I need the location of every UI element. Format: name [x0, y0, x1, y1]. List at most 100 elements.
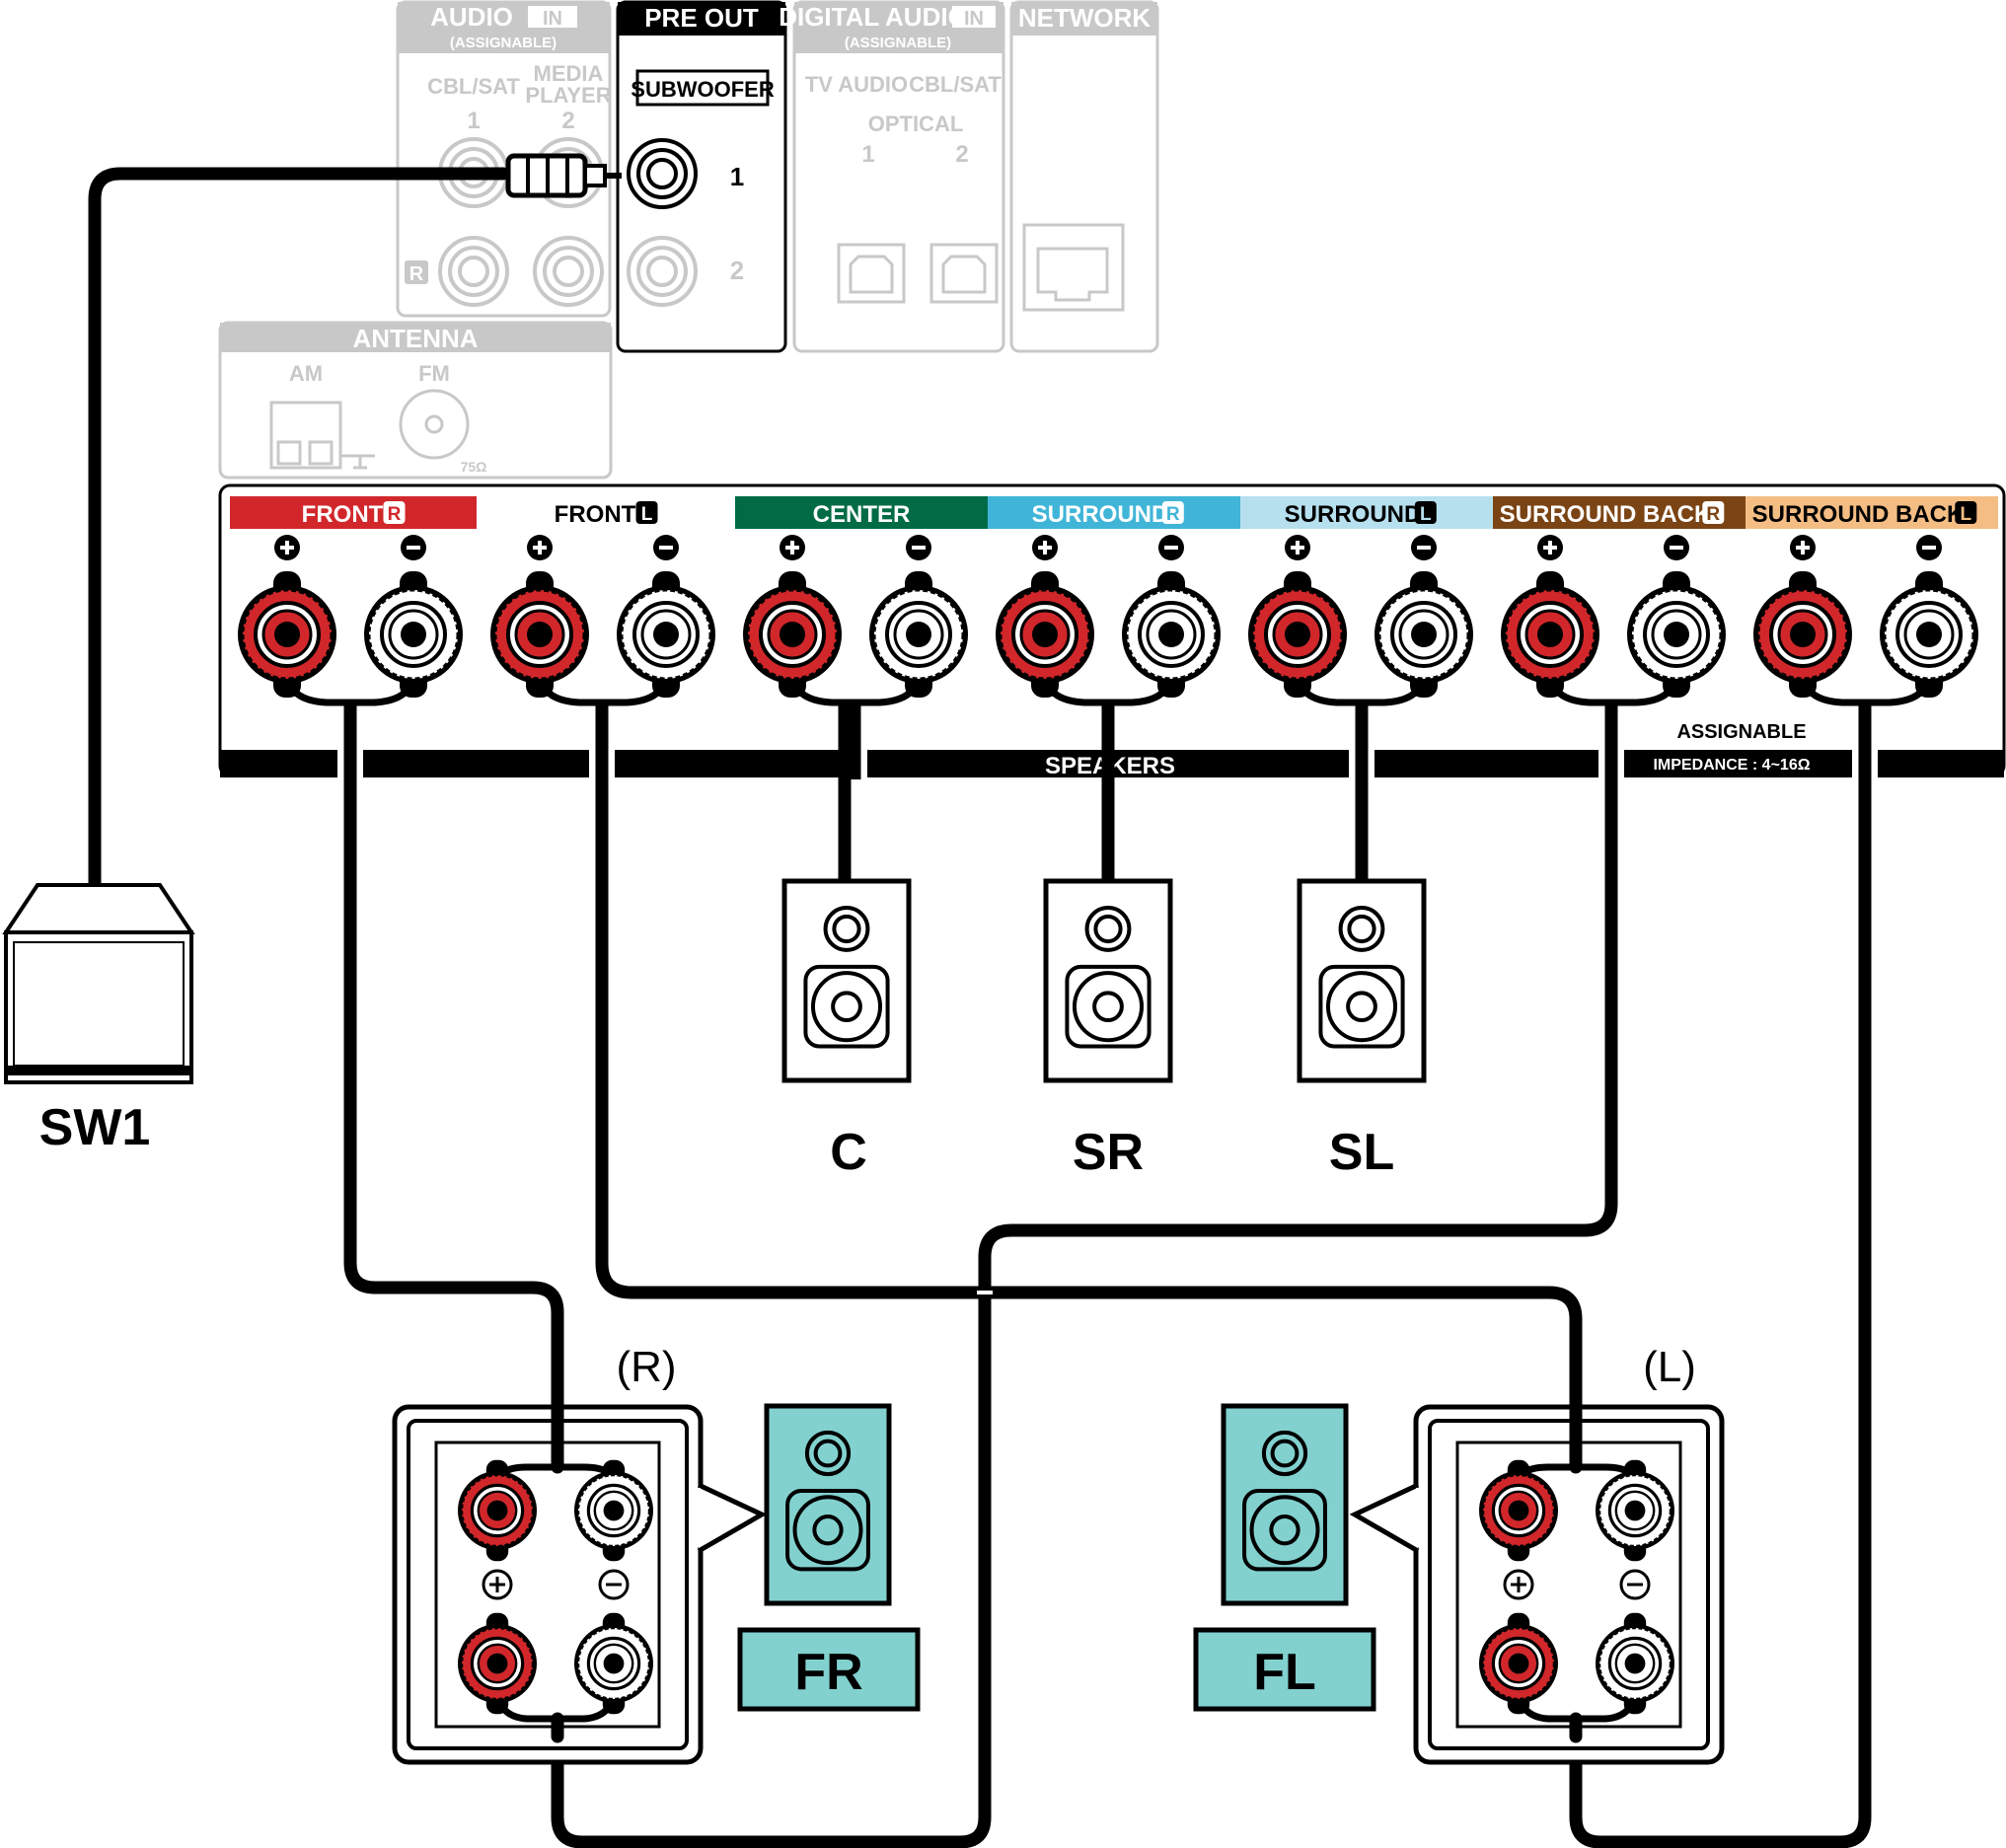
plus-icon	[1285, 535, 1310, 560]
minus-icon	[1158, 535, 1184, 560]
optical-n1: 1	[861, 141, 874, 168]
channel-badge: L	[641, 504, 653, 525]
audio-in-col1: CBL/SAT	[427, 74, 520, 99]
audio-in-title: AUDIO	[430, 2, 513, 32]
surround-right-label: SR	[1073, 1124, 1144, 1181]
channel-name: SURROUND BACK	[1752, 501, 1965, 528]
audio-in-n2: 2	[561, 108, 574, 134]
minus-icon	[1619, 1569, 1651, 1600]
digital-audio-sub: (ASSIGNABLE)	[845, 35, 951, 51]
front-plus-bottom	[458, 1612, 537, 1715]
subwoofer-device: SW1	[2, 883, 195, 1156]
cable-front-r-plus	[343, 699, 564, 1474]
front-minus-bottom	[1596, 1612, 1674, 1715]
channel-badge: L	[1960, 504, 1971, 525]
terminal-plus-0	[238, 571, 336, 698]
pre-out-title: PRE OUT	[644, 3, 759, 33]
channel-label-2: CENTER	[735, 496, 988, 529]
front-right-speaker-icon	[764, 1403, 892, 1606]
digital-audio-col2: CBL/SAT	[909, 72, 1002, 97]
audio-in-tag: IN	[543, 8, 562, 30]
terminal-minus-5	[1627, 571, 1726, 698]
front-left-speaker-icon	[1221, 1403, 1349, 1606]
fm-connector-icon	[399, 389, 470, 460]
assignable-label: ASSIGNABLE	[1676, 721, 1806, 743]
terminal-plus-4	[1248, 571, 1347, 698]
channel-name: SURROUND BACK	[1500, 501, 1712, 528]
pre-out-n1: 1	[730, 162, 744, 191]
terminal-minus-0	[364, 571, 463, 698]
surround-left-speaker-icon	[1297, 878, 1427, 1083]
front-left-label-box: FL	[1193, 1627, 1376, 1712]
channel-name: CENTER	[813, 501, 911, 528]
plus-icon	[1503, 1569, 1534, 1600]
subwoofer-jack-2-icon	[627, 236, 698, 307]
terminal-minus-2	[869, 571, 968, 698]
channel-name: FRONT	[555, 501, 636, 528]
channel-name: SURROUND	[1032, 501, 1169, 528]
minus-icon	[598, 1569, 630, 1600]
terminal-minus-3	[1122, 571, 1221, 698]
digital-audio-title: DIGITAL AUDIO	[779, 2, 968, 32]
cable-sb-r	[551, 699, 1618, 1848]
plus-icon	[482, 1569, 513, 1600]
front-minus-top	[1596, 1459, 1674, 1562]
audio-in-section: AUDIO IN (ASSIGNABLE) CBL/SAT MEDIA PLAY…	[396, 0, 612, 318]
plus-icon	[780, 535, 805, 560]
network-section: NETWORK	[1009, 0, 1159, 353]
subwoofer-jack-1-icon	[627, 138, 698, 209]
impedance-label: IMPEDANCE : 4~16Ω	[1653, 757, 1810, 774]
audio-in-r: R	[409, 263, 424, 285]
minus-icon	[906, 535, 931, 560]
terminal-minus-1	[617, 571, 715, 698]
pre-out-section: PRE OUT SUBWOOFER 1 2	[616, 0, 787, 353]
audio-in-col2a: MEDIA	[534, 61, 604, 86]
left-side-label: (L)	[1643, 1343, 1696, 1391]
front-left-label: FL	[1253, 1644, 1316, 1701]
surround-right-speaker-icon	[1043, 878, 1173, 1083]
terminal-minus-6	[1880, 571, 1978, 698]
front-plus-top	[458, 1459, 537, 1562]
minus-icon	[1916, 535, 1942, 560]
terminal-plus-5	[1501, 571, 1599, 698]
channel-name: SURROUND	[1285, 501, 1422, 528]
antenna-section: ANTENNA AM FM 75Ω	[218, 321, 613, 480]
audio-in-sub: (ASSIGNABLE)	[450, 35, 557, 51]
minus-icon	[401, 535, 426, 560]
channel-badge: R	[1166, 504, 1180, 525]
digital-audio-in-section: DIGITAL AUDIO IN (ASSIGNABLE) TV AUDIO C…	[779, 0, 1005, 353]
minus-icon	[653, 535, 679, 560]
surround-left-label: SL	[1329, 1124, 1394, 1181]
optical-n2: 2	[955, 141, 968, 168]
fm-label: FM	[418, 361, 450, 386]
minus-icon	[1411, 535, 1437, 560]
front-right-label-box: FR	[737, 1627, 921, 1712]
front-plus-bottom	[1479, 1612, 1558, 1715]
cable-front-l-plus	[595, 699, 1583, 1474]
digital-audio-col1: TV AUDIO	[805, 72, 908, 97]
plus-icon	[1032, 535, 1058, 560]
front-box-cables	[551, 1365, 1583, 1743]
channel-badge: R	[1706, 504, 1720, 525]
terminal-plus-1	[490, 571, 589, 698]
plus-icon	[527, 535, 553, 560]
plus-icon	[274, 535, 300, 560]
channel-badge: L	[1420, 504, 1432, 525]
am-terminal-icon	[269, 401, 375, 470]
am-label: AM	[289, 361, 323, 386]
subwoofer-label-sw1: SW1	[39, 1099, 151, 1156]
channel-badge: R	[388, 504, 402, 525]
audio-in-col2b: PLAYER	[525, 83, 611, 108]
front-left-terminal-box	[1349, 1404, 1725, 1765]
antenna-title: ANTENNA	[352, 324, 478, 353]
cable-sb-l	[1569, 699, 1872, 1848]
center-speaker-icon	[781, 878, 912, 1083]
front-minus-top	[574, 1459, 653, 1562]
